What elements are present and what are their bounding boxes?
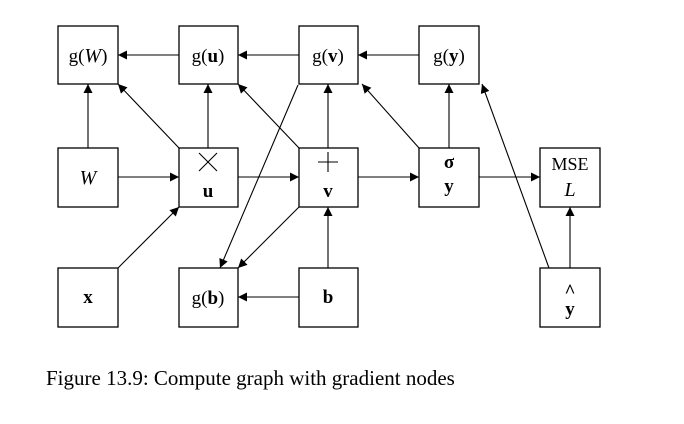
grad-y-arg: y bbox=[449, 46, 459, 67]
node-y-hat: ^ y bbox=[539, 267, 601, 328]
edge-gv-to-gb bbox=[219, 84, 299, 269]
node-mse-title: MSE bbox=[551, 154, 588, 174]
node-multiply-label: u bbox=[203, 181, 214, 202]
node-grad-y: g(y) bbox=[418, 25, 480, 85]
times-icon bbox=[198, 152, 218, 172]
node-sigmoid: σ y bbox=[418, 147, 480, 208]
grad-u-arg: u bbox=[207, 46, 218, 67]
node-grad-v: g(v) bbox=[298, 25, 359, 85]
edge-x-to-mul bbox=[117, 206, 180, 269]
edge-mul-to-gW bbox=[117, 83, 180, 149]
node-grad-b: g(b) bbox=[178, 267, 239, 328]
grad-b-arg: b bbox=[207, 288, 218, 309]
edges bbox=[83, 50, 575, 302]
figure-caption: Figure 13.9: Compute graph with gradient… bbox=[46, 366, 455, 390]
node-mse: MSE L bbox=[539, 147, 601, 208]
edge-add-to-gu bbox=[237, 83, 300, 149]
node-W: W bbox=[57, 147, 119, 208]
node-grad-u: g(u) bbox=[178, 25, 239, 85]
svg-text:g(W): g(W) bbox=[69, 45, 108, 67]
plus-icon bbox=[318, 152, 338, 172]
grad-W-close: ) bbox=[101, 46, 107, 67]
node-sigmoid-label: y bbox=[444, 176, 454, 197]
grad-u-func: g( bbox=[192, 46, 208, 67]
node-add: v bbox=[298, 147, 359, 208]
edge-add-to-gb bbox=[237, 206, 300, 269]
edge-yhat-to-gy bbox=[480, 83, 550, 269]
grad-W-arg: W bbox=[84, 45, 103, 67]
node-b-label: b bbox=[323, 287, 334, 308]
grad-b-func: g( bbox=[192, 288, 208, 309]
grad-v-close: ) bbox=[338, 46, 344, 67]
grad-y-close: ) bbox=[459, 46, 465, 67]
svg-text:g(v): g(v) bbox=[312, 46, 344, 67]
grad-b-close: ) bbox=[218, 288, 224, 309]
node-b: b bbox=[298, 267, 359, 328]
node-y-hat-label: y bbox=[565, 299, 575, 320]
grad-u-close: ) bbox=[218, 46, 224, 67]
node-y-hat-accent: ^ bbox=[564, 281, 575, 302]
grad-v-func: g( bbox=[312, 46, 328, 67]
node-mse-loss: L bbox=[563, 179, 575, 201]
grad-v-arg: v bbox=[328, 46, 338, 67]
grad-y-func: g( bbox=[433, 46, 449, 67]
node-x: x bbox=[57, 267, 119, 328]
edge-sig-to-gv bbox=[361, 83, 420, 149]
node-sigmoid-op: σ bbox=[444, 152, 455, 173]
node-W-label: W bbox=[80, 167, 99, 189]
node-x-label: x bbox=[83, 287, 93, 308]
node-multiply: u bbox=[178, 147, 239, 208]
node-grad-W: g(W) bbox=[57, 25, 119, 85]
grad-W-func: g( bbox=[69, 46, 85, 67]
node-add-label: v bbox=[323, 181, 333, 202]
svg-text:g(u): g(u) bbox=[192, 46, 225, 67]
svg-text:g(b): g(b) bbox=[192, 288, 225, 309]
svg-text:g(y): g(y) bbox=[433, 46, 465, 67]
